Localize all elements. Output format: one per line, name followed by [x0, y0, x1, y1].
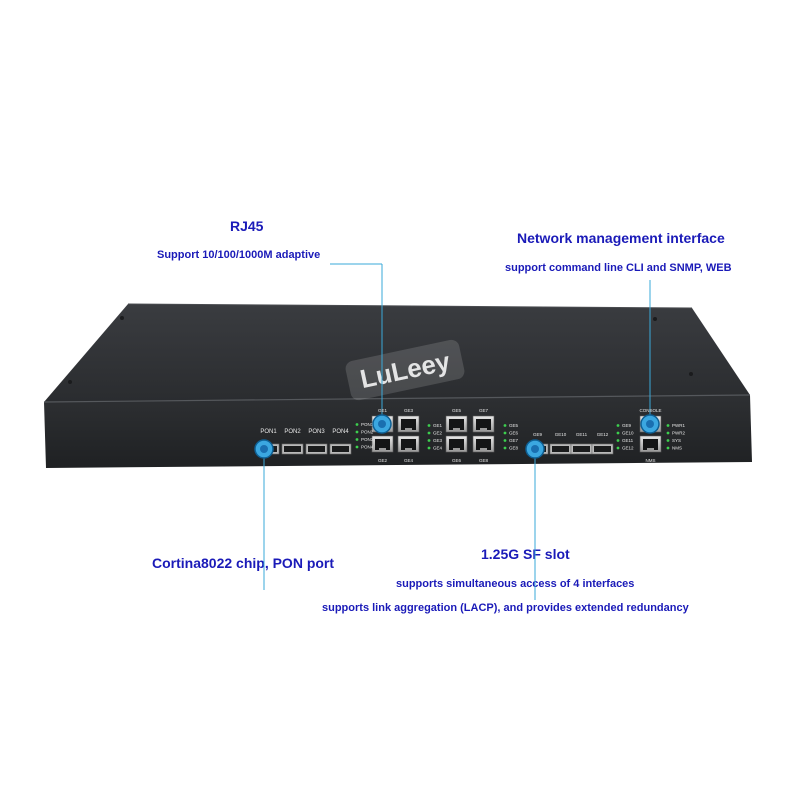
ge-led-label-1: GE1 — [433, 423, 443, 428]
ge-led-label-3: GE3 — [433, 438, 443, 443]
ge-led-label-7: GE7 — [509, 438, 519, 443]
ge-led-label-4: GE4 — [433, 446, 443, 451]
rj45-label-ge4: GE4 — [404, 458, 414, 463]
status-led-label-nms: NMS — [672, 446, 682, 451]
pon-led-label-1: PON1 — [361, 422, 374, 427]
sfp-led-label-ge10: GE10 — [622, 431, 634, 436]
rj45-subtitle: Support 10/100/1000M adaptive — [157, 249, 321, 261]
pon-led-2 — [355, 430, 359, 434]
pon-led-label-2: PON2 — [361, 430, 374, 435]
sfp-port-label-ge10: GE10 — [555, 432, 567, 437]
pon-led-1 — [355, 423, 359, 426]
ge-led-3 — [427, 439, 431, 442]
sfp-port-label-ge11: GE11 — [576, 432, 588, 437]
pon-title: Cortina8022 chip, PON port — [152, 555, 335, 571]
rj45-label-ge7: GE7 — [479, 408, 489, 413]
pon-led-label-4: PON4 — [361, 445, 374, 450]
ge-led-label-6: GE6 — [509, 431, 519, 436]
ge-led-label-5: GE5 — [509, 423, 519, 428]
pon-port-label-3: PON3 — [308, 429, 325, 435]
ge-led-label-8: GE8 — [509, 446, 519, 451]
sfp-led-ge9 — [616, 424, 620, 427]
status-led-nms — [666, 446, 670, 450]
status-led-pwr2 — [666, 431, 670, 435]
rj45-label-ge1: GE1 — [378, 408, 388, 413]
status-led-sys — [666, 439, 670, 442]
status-led-label-pwr1: PWR1 — [672, 423, 685, 428]
status-led-pwr1 — [666, 424, 670, 427]
nms-label: NMS — [646, 458, 656, 463]
pon-port-label-1: PON1 — [260, 429, 277, 435]
sfp-title: 1.25G SF slot — [481, 546, 570, 562]
pon-led-label-3: PON3 — [361, 437, 374, 442]
network-subtitle: support command line CLI and SNMP, WEB — [505, 262, 732, 274]
sfp-line1: supports simultaneous access of 4 interf… — [396, 578, 635, 590]
chassis-top — [44, 304, 750, 402]
sfp-port-label-ge9: GE9 — [533, 432, 543, 437]
rj45-label-ge3: GE3 — [404, 408, 414, 413]
sfp-led-ge11 — [616, 439, 620, 442]
luleey-logo: LuLeey — [345, 339, 465, 401]
rj45-label-ge8: GE8 — [479, 458, 489, 463]
rj45-title: RJ45 — [230, 218, 264, 234]
rj45-label-ge2: GE2 — [378, 458, 388, 463]
ge-led-5 — [503, 424, 507, 427]
ge-led-7 — [503, 439, 507, 442]
ge-led-2 — [427, 431, 431, 435]
sfp-led-label-ge9: GE9 — [622, 423, 632, 428]
pon-port-label-2: PON2 — [284, 429, 301, 435]
callout-lines — [263, 263, 651, 600]
ge-led-1 — [427, 424, 431, 427]
ge-led-8 — [503, 446, 507, 450]
sfp-led-label-ge11: GE11 — [622, 438, 634, 443]
sfp-led-ge12 — [616, 446, 620, 450]
pon-led-4 — [355, 445, 359, 449]
sfp-line2: supports link aggregation (LACP), and pr… — [322, 602, 689, 614]
rj45-label-ge5: GE5 — [452, 408, 462, 413]
status-led-label-sys: SYS — [672, 438, 681, 443]
sfp-led-ge10 — [616, 431, 620, 435]
console-label: CONSOLE — [639, 408, 661, 413]
ge-led-6 — [503, 431, 507, 435]
ge-led-4 — [427, 446, 431, 450]
pon-port-label-4: PON4 — [332, 429, 349, 435]
rj45-label-ge6: GE6 — [452, 458, 462, 463]
sfp-led-label-ge12: GE12 — [622, 446, 634, 451]
sfp-port-label-ge12: GE12 — [597, 432, 609, 437]
status-led-label-pwr2: PWR2 — [672, 431, 685, 436]
network-title: Network management interface — [517, 230, 725, 246]
pon-led-3 — [355, 438, 359, 441]
ge-led-label-2: GE2 — [433, 431, 443, 436]
